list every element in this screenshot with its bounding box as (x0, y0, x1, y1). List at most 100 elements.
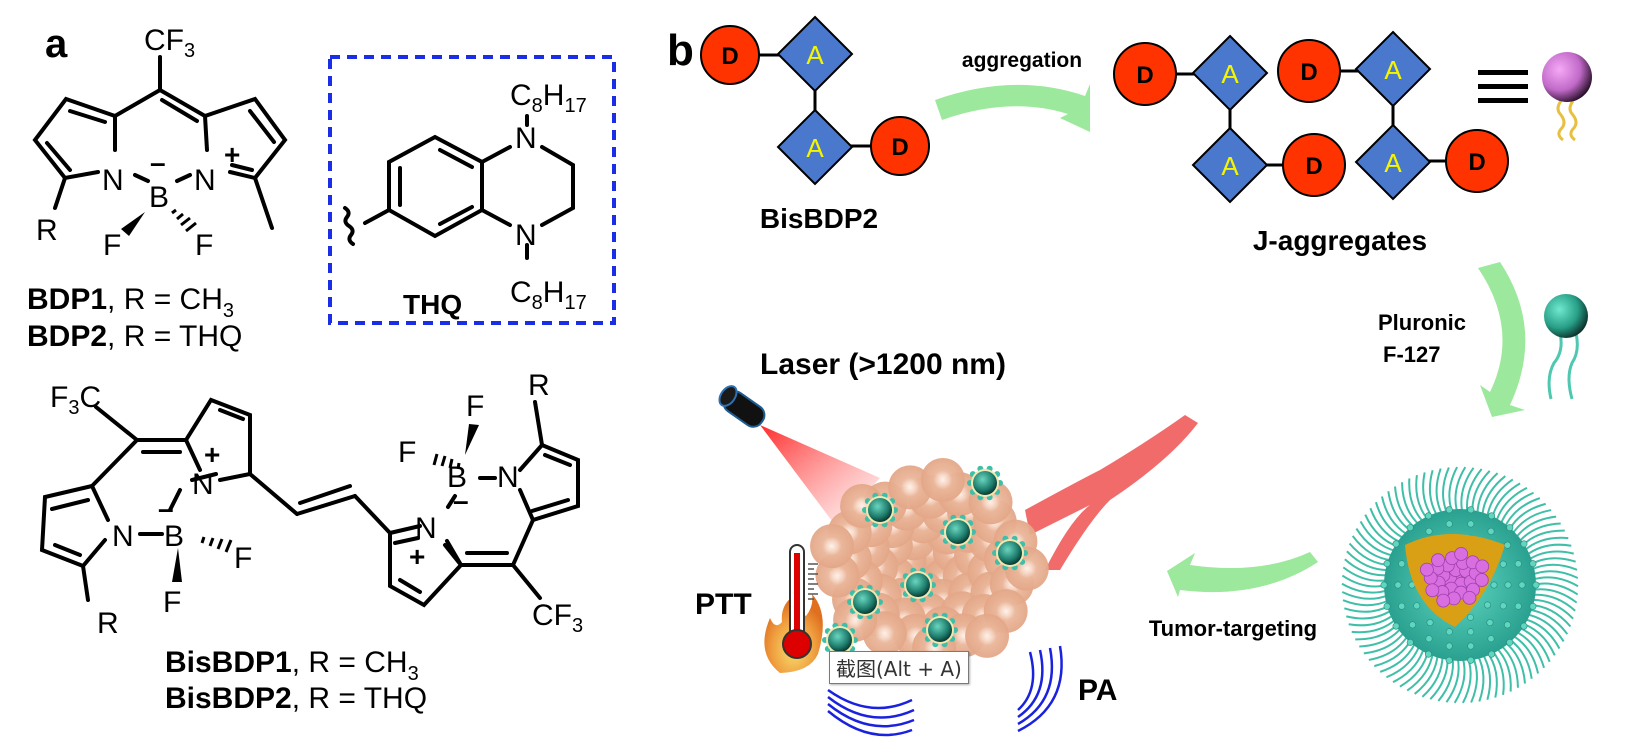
acceptor-diamond (776, 15, 854, 93)
acceptor-diamond (776, 108, 854, 186)
thq-n-bottom: N (515, 219, 537, 252)
peg-chain (1342, 599, 1391, 607)
bisbdp-structure (39, 397, 580, 608)
acceptor-diamond (1354, 30, 1432, 108)
donor-label: D (721, 43, 738, 70)
donor-circle (870, 116, 930, 176)
j-aggregates: D A A D D A A D (1113, 30, 1509, 204)
panel-b-label: b (667, 26, 694, 75)
bisbdp-plus2: + (409, 541, 425, 572)
aggregation-arrow (935, 84, 1090, 132)
dye-core-sphere (1462, 590, 1477, 605)
dye-core-sphere (1474, 573, 1489, 587)
bisbdp-minus2: – (453, 485, 469, 516)
blood-vessel (1025, 415, 1198, 570)
nanoparticle (1341, 466, 1579, 704)
bdp2-legend: BDP2, R = THQ (27, 320, 242, 353)
panel-a-label: a (45, 22, 68, 66)
nanoparticle-in-tumor (862, 492, 898, 528)
thq-dashed-box (328, 55, 616, 325)
acceptor-label: A (1221, 59, 1239, 89)
bisbdp-hash-right (432, 453, 461, 470)
panel-b: b D A A D BisBDP2 aggregation (667, 15, 1592, 737)
bisbdp-f-right-up: F (466, 390, 484, 423)
acceptor-label: A (1384, 148, 1402, 178)
pluronic-polymer-icon (1544, 294, 1588, 400)
laser-device-icon (718, 385, 766, 428)
donor-circle (1113, 42, 1177, 106)
bisbdp-minus1: – (158, 493, 174, 524)
thq-c8h17-bottom: C8H17 (510, 276, 587, 314)
bdp-plus: + (224, 139, 240, 170)
thq-label: THQ (403, 289, 462, 320)
pluronic-label-line1: Pluronic (1378, 310, 1466, 335)
acceptor-diamond (1191, 34, 1269, 112)
donor-label: D (1468, 149, 1485, 176)
peg-chain (1525, 543, 1572, 557)
ptt-label: PTT (695, 588, 752, 621)
acceptor-label: A (806, 40, 824, 70)
bisbdp-wedge-left (172, 548, 182, 582)
dye-core-sphere (1436, 593, 1451, 608)
monomer-label: BisBDP2 (760, 203, 878, 234)
dye-core-sphere (1425, 583, 1440, 598)
screenshot-tooltip: 截图(Alt + A) (829, 651, 969, 684)
pa-waves-right (1017, 645, 1063, 733)
dye-core-sphere (1419, 562, 1434, 577)
nanoparticle-in-tumor (900, 567, 936, 603)
nanoparticle-in-tumor (847, 584, 883, 620)
acceptor-label: A (806, 133, 824, 163)
peg-chain (1529, 563, 1578, 571)
bisbdp2-monomer: D A A D (700, 15, 930, 186)
bisbdp-f-left-down: F (163, 586, 181, 619)
peg-chain (1503, 640, 1526, 684)
donor-circle (700, 25, 760, 85)
bdp-structure (32, 55, 288, 230)
thq-c8h17-top: C8H17 (510, 79, 587, 117)
thq-n-top: N (515, 122, 537, 155)
acceptor-diamond (1191, 126, 1269, 204)
bisbdp-r-right: R (528, 369, 550, 402)
peg-chain (1435, 468, 1444, 516)
panel-a: a (27, 22, 616, 715)
pluronic-arrow (1478, 262, 1526, 417)
bisbdp-r-left: R (97, 607, 119, 640)
bisbdp-n2: N (192, 468, 214, 501)
bisbdp-cf3-right: CF3 (532, 599, 583, 637)
aggregation-label: aggregation (962, 49, 1082, 72)
nanoparticle-in-tumor (992, 535, 1028, 571)
tumor-cell (810, 524, 855, 569)
acceptor-label: A (1384, 55, 1402, 85)
bisbdp-b2: B (447, 461, 467, 494)
bdp1-legend: BDP1, R = CH3 (27, 283, 234, 322)
donor-circle (1282, 133, 1346, 197)
nanoparticle-in-tumor (940, 514, 976, 550)
pa-waves-left (827, 688, 915, 737)
nanoparticle-in-tumor (922, 612, 958, 648)
equivalence-icon (1478, 70, 1528, 103)
thq-structure (343, 114, 575, 260)
donor-label: D (1305, 153, 1322, 180)
bdp-n-right: N (194, 164, 216, 197)
donor-label: D (891, 134, 908, 161)
bisbdp-plus1: + (204, 439, 220, 470)
peg-chain (1348, 613, 1395, 627)
tumor-targeting-arrow (1167, 552, 1318, 597)
bisbdp2-legend: BisBDP2, R = THQ (165, 682, 427, 715)
bisbdp1-legend: BisBDP1, R = CH3 (165, 646, 419, 685)
wedge-bond (121, 212, 145, 236)
bdp-minus: – (150, 147, 166, 178)
acceptor-diamond (1354, 123, 1432, 201)
pa-label: PA (1078, 674, 1117, 707)
bisbdp-hash-left (200, 536, 233, 553)
bisbdp-b1: B (164, 520, 184, 553)
bisbdp-f-right-left: F (398, 436, 416, 469)
bisbdp-n4: N (497, 461, 519, 494)
bisbdp-f3c-left: F3C (50, 381, 101, 419)
dye-core-sphere (1475, 559, 1490, 574)
donor-circle (1445, 129, 1509, 193)
peg-chain (1517, 522, 1561, 544)
bdp-n-left: N (102, 164, 124, 197)
peg-chain (1476, 654, 1485, 702)
